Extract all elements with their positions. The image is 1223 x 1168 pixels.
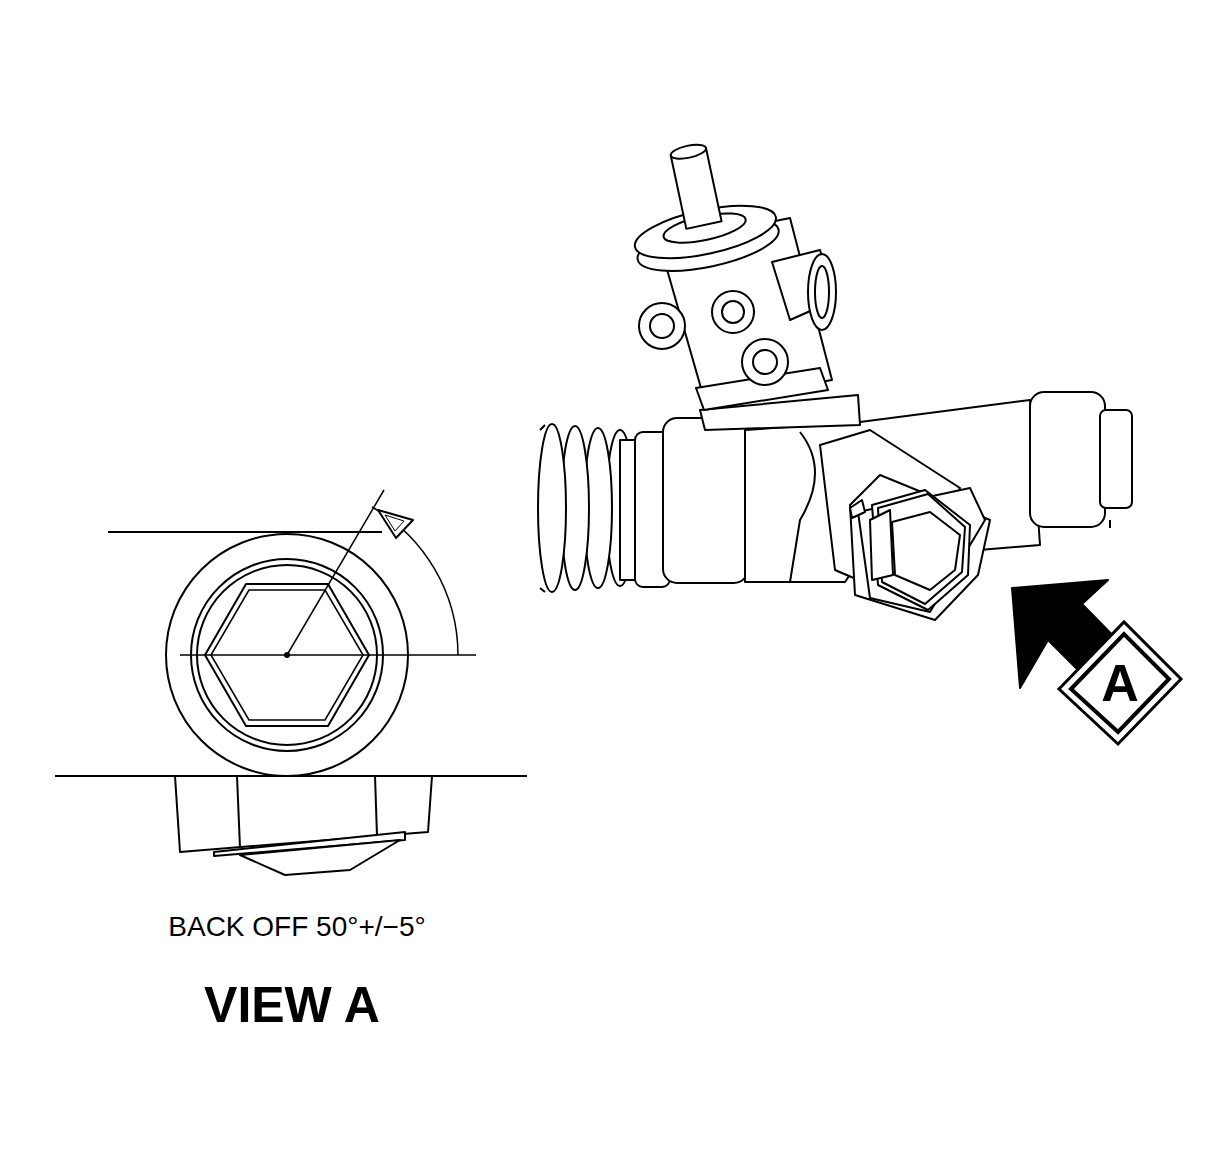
- view-title: VIEW A: [204, 975, 380, 1035]
- view-a-detail: [55, 490, 527, 875]
- rack-and-pinion: [538, 131, 1132, 620]
- view-marker-box: A: [1055, 618, 1185, 748]
- instruction-note: BACK OFF 50°+/−5°: [168, 910, 425, 944]
- view-letter: A: [1101, 657, 1139, 709]
